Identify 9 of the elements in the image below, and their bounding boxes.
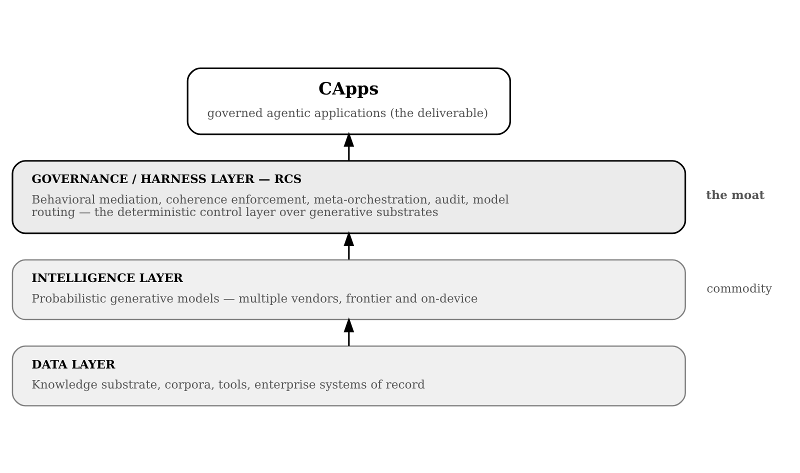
- node-box: INTELLIGENCE LAYER Probabilistic generative models — multiple vendors, frontier and on-device: [12, 258, 686, 320]
- arrow: [344, 131, 354, 160]
- arrow: [344, 230, 354, 259]
- node-label: the moat: [706, 187, 765, 202]
- arrow: [344, 316, 354, 346]
- node-box: CApps governed agentic applications (the deliverable): [186, 66, 511, 135]
- node-box: DATA LAYER Knowledge substrate, corpora, tools, enterprise systems of record: [12, 344, 686, 406]
- node-box: GOVERNANCE / HARNESS LAYER — RCS Behavioral mediation, coherence enforcement, meta-orchestration, audit, model routing — the deterministic control layer over generative substrates: [12, 160, 686, 234]
- node-label: commodity: [706, 281, 772, 296]
